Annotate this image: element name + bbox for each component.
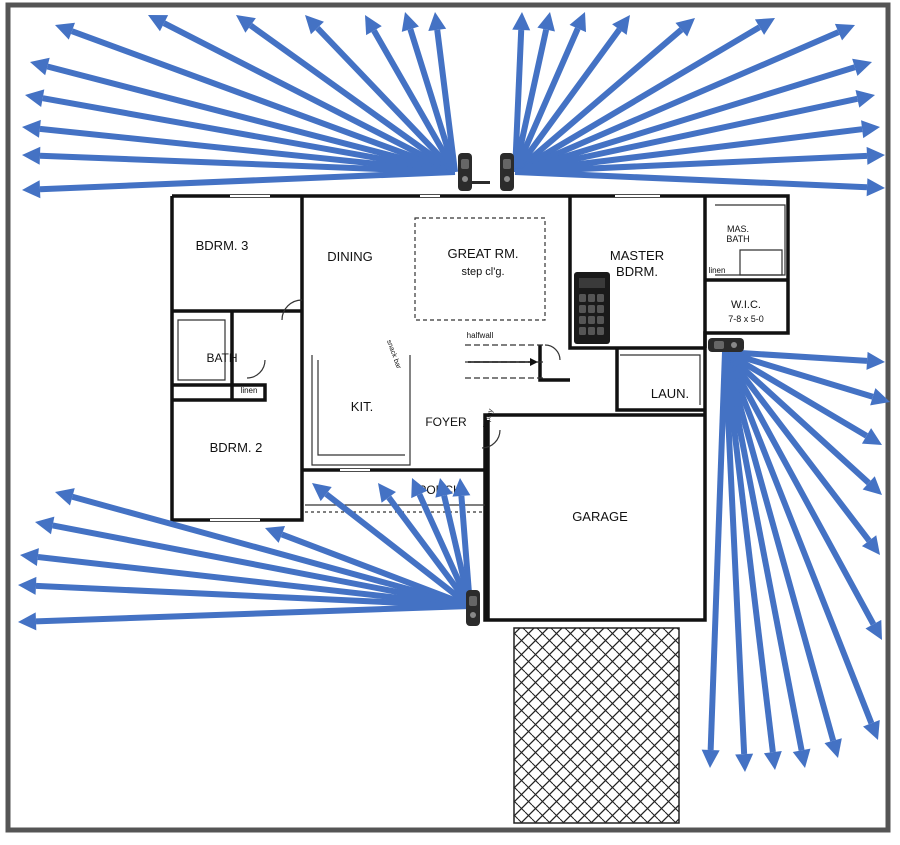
coverage-arrow bbox=[378, 483, 473, 608]
coverage-arrow bbox=[20, 548, 471, 609]
keypad-key bbox=[579, 305, 586, 313]
floor-plan bbox=[170, 194, 790, 622]
coverage-arrow bbox=[411, 478, 473, 608]
coverage-arrow bbox=[514, 169, 885, 197]
room-label-bdrm3: BDRM. 3 bbox=[196, 238, 249, 253]
keypad-key bbox=[588, 316, 595, 324]
coverage-arrow bbox=[722, 351, 842, 758]
coverage-arrow bbox=[513, 18, 775, 175]
keypad-key bbox=[588, 305, 595, 313]
coverage-arrow bbox=[512, 15, 630, 174]
coverage-arrow bbox=[724, 349, 890, 406]
coverage-arrow bbox=[365, 15, 458, 174]
coverage-arrow bbox=[148, 15, 457, 175]
coverage-arrow bbox=[236, 15, 457, 175]
keypad-key bbox=[588, 294, 595, 302]
alarm-keypad-icon bbox=[574, 272, 610, 344]
coverage-arrow bbox=[265, 525, 472, 609]
coverage-arrow bbox=[512, 12, 531, 173]
coverage-arrow bbox=[512, 12, 587, 174]
security-camera-icon bbox=[466, 590, 480, 626]
room-label-foyer: FOYER bbox=[425, 415, 467, 429]
room-label-mas-bath-line2: BATH bbox=[726, 234, 749, 244]
coverage-arrow bbox=[30, 57, 456, 175]
coverage-arrow bbox=[25, 89, 456, 175]
coverage-arrow bbox=[401, 12, 458, 173]
coverage-arrow bbox=[312, 483, 472, 609]
coverage-arrow bbox=[512, 12, 555, 173]
room-label-mas-bath-line1: MAS. bbox=[727, 224, 749, 234]
coverage-arrow bbox=[722, 351, 754, 772]
coverage-arrow bbox=[513, 18, 695, 175]
security-camera-icon bbox=[708, 338, 744, 352]
room-label-master-line1: MASTER bbox=[610, 248, 664, 263]
coverage-arrow bbox=[722, 349, 882, 495]
coverage-fan-north-east bbox=[512, 12, 885, 197]
coverage-arrow bbox=[22, 146, 456, 175]
driveway bbox=[513, 627, 680, 824]
coverage-arrow bbox=[724, 349, 885, 370]
room-label-bdrm2: BDRM. 2 bbox=[210, 440, 263, 455]
room-label-halfwall: halfwall bbox=[467, 331, 494, 340]
room-label-kit: KIT. bbox=[351, 399, 373, 414]
room-label-garage: GARAGE bbox=[572, 509, 628, 524]
keypad-key bbox=[597, 294, 604, 302]
coverage-arrow bbox=[722, 350, 880, 740]
keypad-key bbox=[597, 316, 604, 324]
room-label-great-room-note: step cl'g. bbox=[461, 266, 504, 278]
coverage-arrow bbox=[305, 15, 458, 175]
coverage-arrow bbox=[55, 488, 471, 609]
room-label-wic-size: 7-8 x 5-0 bbox=[728, 314, 764, 324]
coverage-arrow bbox=[22, 119, 456, 175]
coverage-arrow bbox=[452, 478, 473, 607]
coverage-arrow bbox=[514, 120, 880, 175]
keypad-key bbox=[597, 305, 604, 313]
coverage-fan-west bbox=[18, 478, 473, 631]
room-label-bath: BATH bbox=[206, 351, 237, 365]
room-label-linen-master: linen bbox=[709, 266, 726, 275]
coverage-arrow bbox=[18, 576, 471, 609]
coverage-arrow bbox=[722, 350, 882, 640]
coverage-arrow bbox=[55, 22, 457, 175]
keypad-key bbox=[579, 316, 586, 324]
security-camera-icon bbox=[500, 153, 514, 191]
coverage-fan-south-east bbox=[701, 349, 890, 772]
room-label-dining: DINING bbox=[327, 249, 373, 264]
coverage-arrow bbox=[701, 351, 728, 768]
coverage-arrow bbox=[723, 349, 882, 445]
keypad-key bbox=[579, 294, 586, 302]
keypad-key bbox=[588, 327, 595, 335]
coverage-arrow bbox=[514, 89, 875, 175]
coverage-arrow bbox=[514, 146, 885, 175]
coverage-arrow bbox=[722, 351, 782, 770]
coverage-arrow bbox=[35, 516, 471, 609]
coverage-arrow bbox=[428, 12, 458, 173]
coverage-arrow bbox=[513, 23, 855, 175]
room-label-great-room: GREAT RM. bbox=[447, 246, 518, 261]
coverage-arrow bbox=[22, 169, 456, 199]
keypad-key bbox=[579, 327, 586, 335]
room-label-linen-hall: linen bbox=[241, 386, 258, 395]
coverage-arrow bbox=[514, 58, 872, 175]
coverage-fan-north-west bbox=[22, 12, 458, 199]
security-camera-icon bbox=[458, 153, 490, 191]
coverage-arrow bbox=[722, 351, 811, 768]
keypad-key bbox=[597, 327, 604, 335]
room-label-wic: W.I.C. bbox=[731, 299, 761, 311]
room-label-laundry: LAUN. bbox=[651, 386, 689, 401]
room-label-master-line2: BDRM. bbox=[616, 264, 658, 279]
coverage-arrow bbox=[18, 603, 471, 631]
coverage-arrow bbox=[722, 350, 880, 555]
